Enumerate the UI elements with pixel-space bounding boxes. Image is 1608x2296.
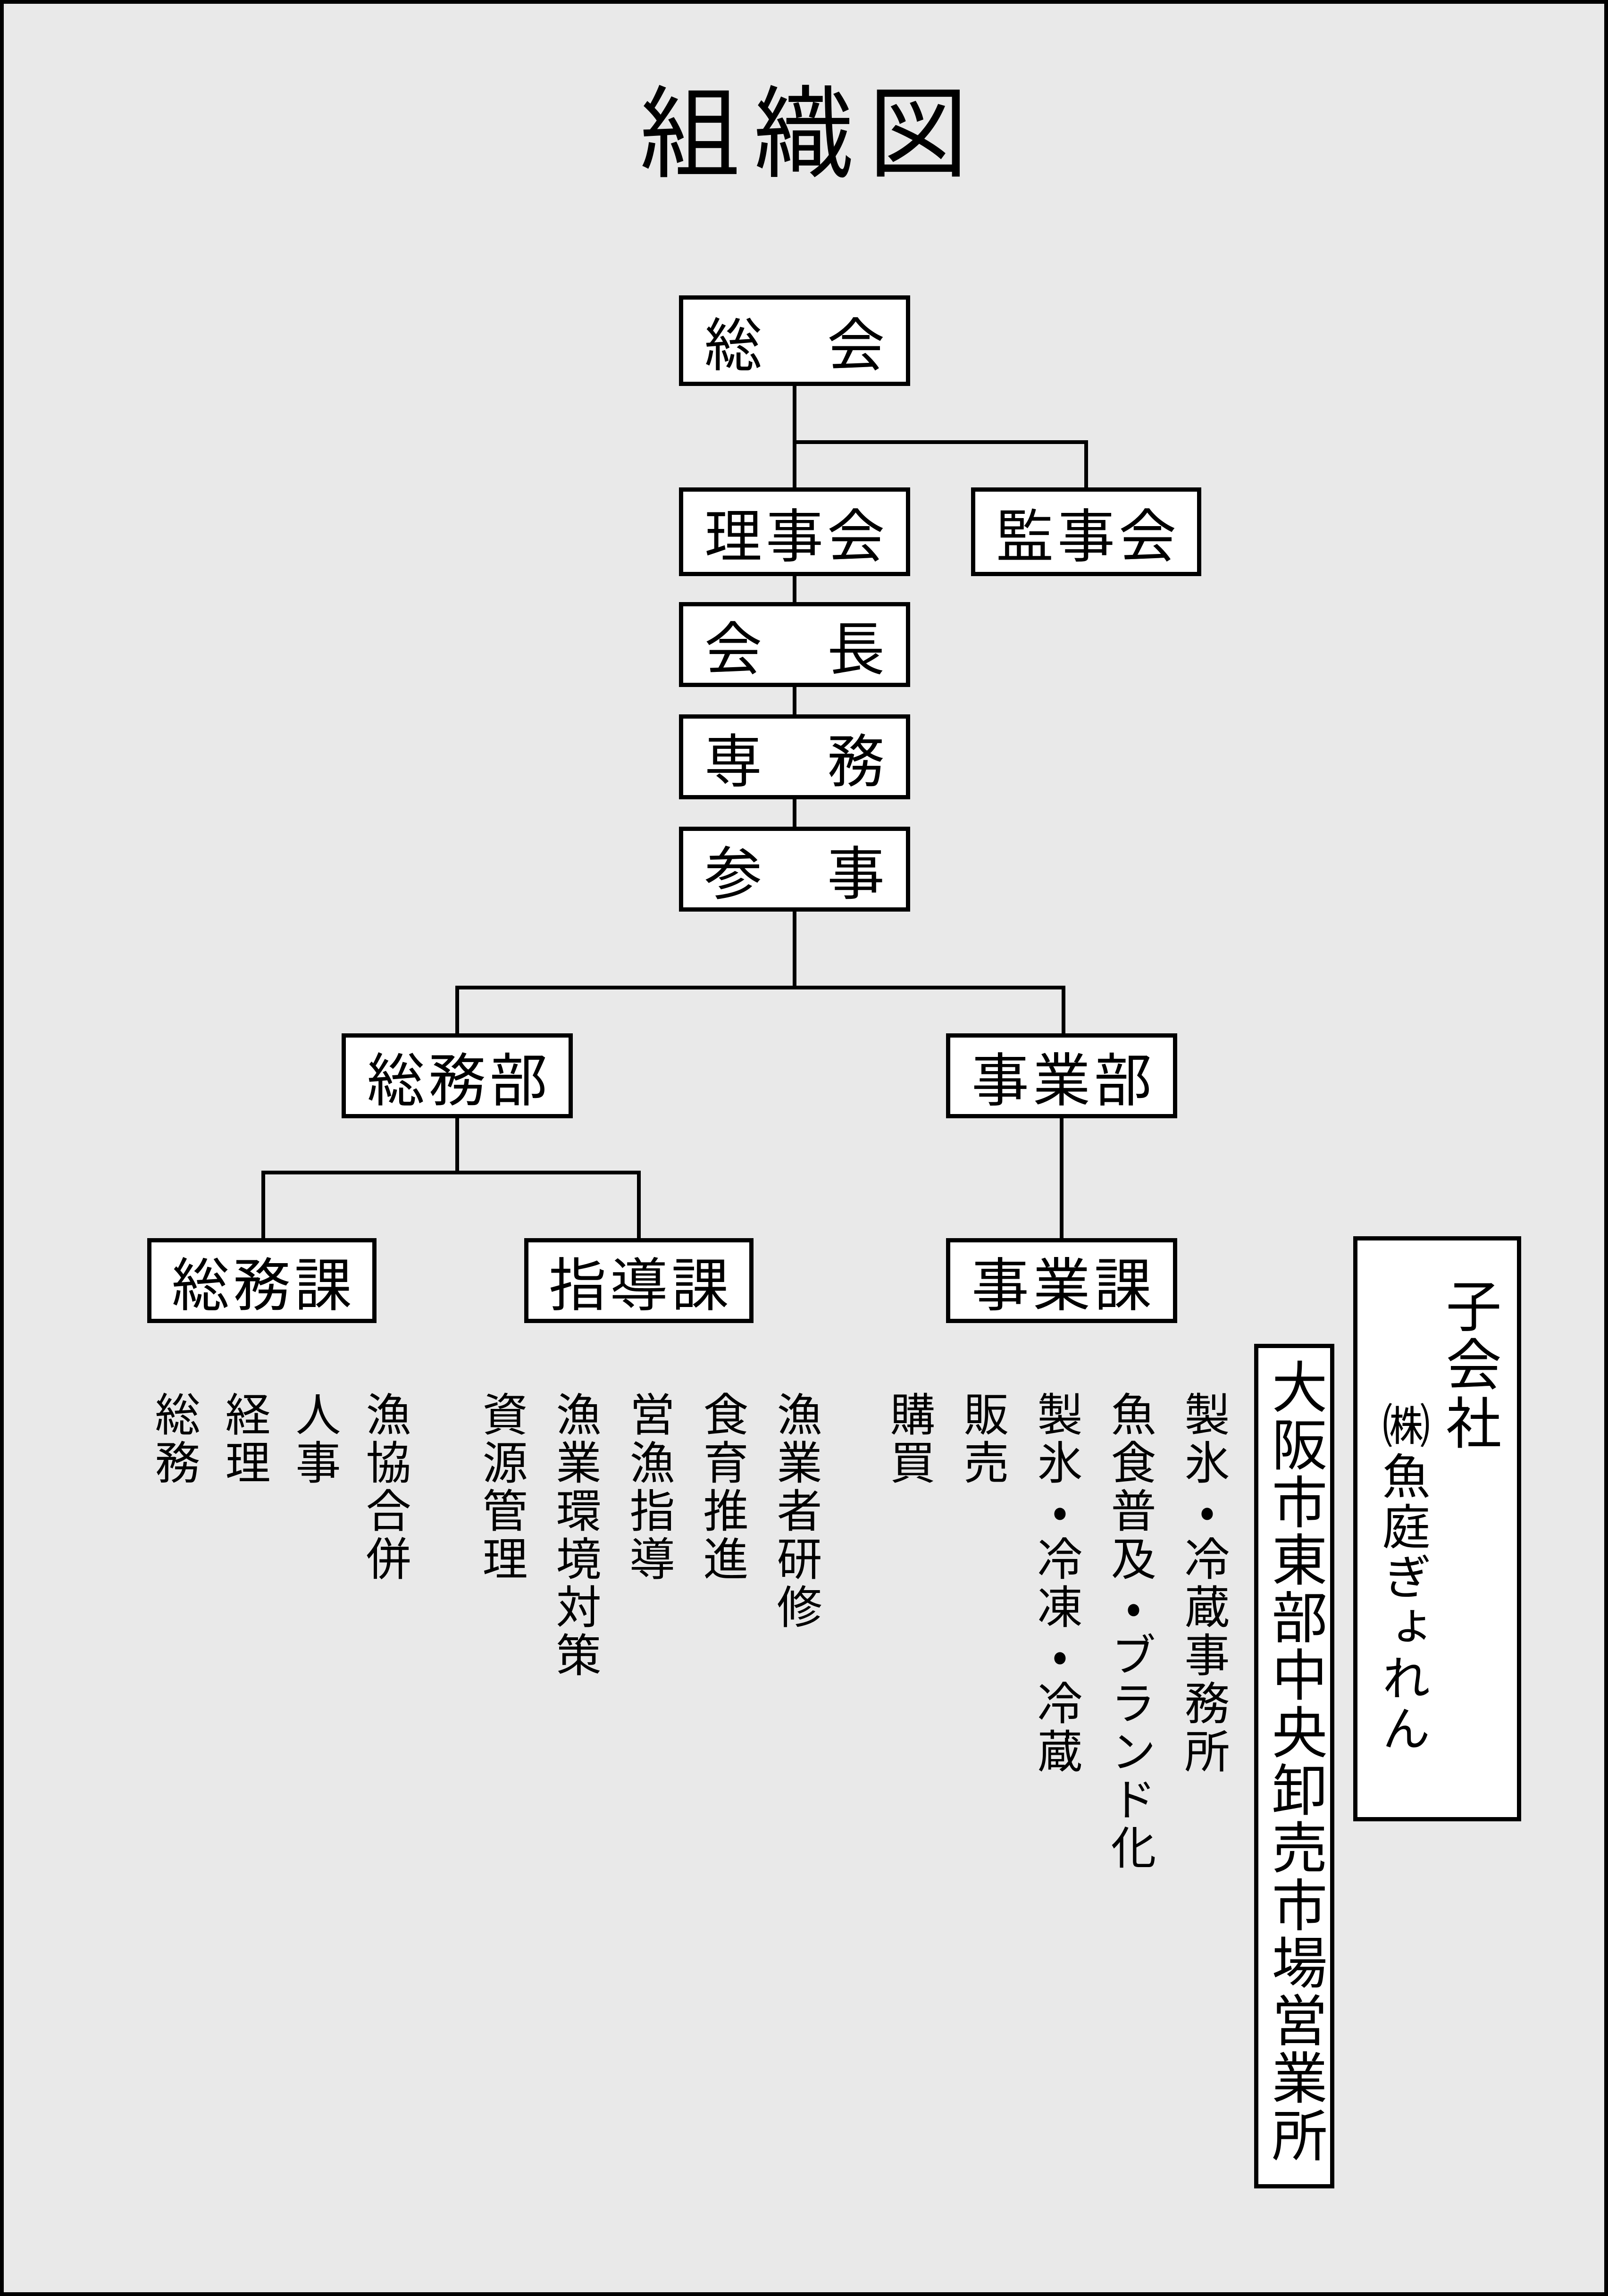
duty-column: 魚食普及・ブランド化 [1104,1391,1155,1872]
subsidiary-label: 子会社 [1437,1277,1499,1453]
connector-business-section-drop [1060,1116,1064,1240]
node-general-assembly: 総 会 [679,295,910,386]
node-business-dept-label: 事業部 [972,1048,1156,1113]
market-office-box: 大阪市東部中央卸売市場営業所 [1254,1344,1334,2188]
node-guidance-section: 指導課 [524,1238,754,1323]
connector-guidance-section-drop [637,1171,641,1240]
subsidiary-box: 子会社 ㈱魚庭ぎょれん [1353,1236,1521,1821]
duty-column: 人事 [289,1391,339,1487]
connector-board-president [793,572,796,605]
connector-assembly-board [793,384,796,491]
connector-executive-counselor [793,797,796,830]
node-general-affairs-dept-label: 総務部 [367,1048,551,1113]
node-general-assembly-label: 総 会 [704,313,888,378]
duty-list-general-affairs-section: 漁協合併 人事 経理 総務 [148,1391,410,1584]
node-counselor-label: 参 事 [704,842,888,906]
connector-general-affairs-dept-drop [455,986,459,1036]
connector-auditors-drop [1084,440,1088,487]
duty-column: 経理 [218,1391,269,1487]
duty-column: 製氷・冷蔵事務所 [1178,1391,1228,1776]
duty-column: 製氷・冷凍・冷蔵 [1030,1391,1081,1776]
duty-column: 総務 [148,1391,199,1487]
page-title: 組織図 [640,78,982,190]
duty-column: 資源管理 [476,1391,526,1584]
node-business-section-label: 事業課 [972,1253,1156,1318]
node-general-affairs-section: 総務課 [147,1238,377,1323]
node-president-label: 会 長 [704,617,888,682]
connector-business-dept-drop [1062,986,1065,1036]
connector-assembly-horizontal [793,440,1088,444]
duty-column: 営漁指導 [623,1391,673,1584]
node-business-dept: 事業部 [946,1033,1177,1118]
connector-general-affairs-section-drop [261,1171,265,1240]
duty-column: 漁協合併 [359,1391,410,1584]
market-office-name: 大阪市東部中央卸売市場営業所 [1263,1358,1325,2164]
duty-column: 食育推進 [696,1391,747,1584]
node-executive-director-label: 専 務 [704,729,888,794]
duty-column: 漁業者研修 [770,1391,821,1632]
node-guidance-section-label: 指導課 [549,1253,733,1318]
connector-dept-horizontal [455,986,1065,989]
duty-list-guidance-section: 漁業者研修 食育推進 営漁指導 漁業環境対策 資源管理 [476,1391,821,1680]
connector-president-executive [793,685,796,718]
duty-column: 漁業環境対策 [549,1391,600,1680]
node-general-affairs-dept: 総務部 [342,1033,573,1118]
duty-column: 購買 [883,1391,934,1487]
node-board-of-directors-label: 理事会 [704,504,888,569]
node-executive-director: 専 務 [679,714,910,799]
node-board-of-directors: 理事会 [679,487,910,576]
connector-counselor-drop [793,910,796,988]
node-board-of-auditors: 監事会 [971,487,1201,576]
node-board-of-auditors-label: 監事会 [996,504,1180,569]
node-president: 会 長 [679,602,910,687]
node-counselor: 参 事 [679,827,910,912]
connector-section-horizontal [261,1171,641,1174]
node-general-affairs-section-label: 総務課 [172,1253,356,1318]
node-business-section: 事業課 [946,1238,1177,1323]
duty-column: 販売 [957,1391,1007,1487]
subsidiary-company-name: ㈱魚庭ぎょれん [1375,1401,1429,1754]
duty-list-business-section: 製氷・冷蔵事務所 魚食普及・ブランド化 製氷・冷凍・冷蔵 販売 購買 [883,1391,1228,1872]
connector-general-affairs-dept-down [455,1116,459,1174]
